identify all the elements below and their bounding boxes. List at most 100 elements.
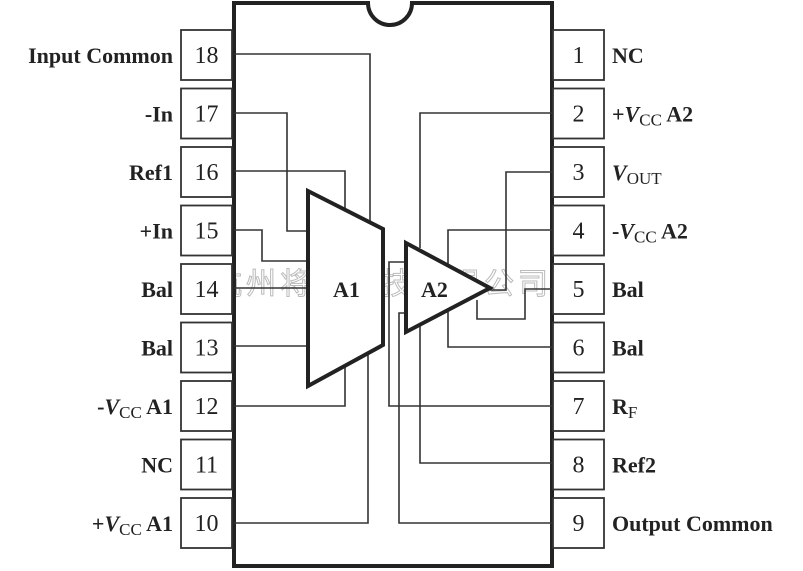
pin-label-subscript: CC — [119, 403, 142, 422]
pin-box — [552, 29, 605, 81]
pin-label-text: - — [612, 219, 619, 244]
pin-label: Bal — [141, 277, 173, 302]
pin-box — [180, 380, 233, 432]
pin-16: 16 Ref1 — [129, 146, 233, 198]
pin-number: 15 — [195, 219, 219, 245]
pin-number: 3 — [573, 160, 585, 186]
pin-number: 6 — [573, 336, 585, 362]
pin-label-text: Input Common — [28, 43, 173, 68]
pin-label: VOUT — [612, 160, 662, 188]
amplifier-a1 — [306, 187, 385, 390]
pin-label-text: Ref1 — [129, 160, 173, 185]
pin-box — [180, 438, 233, 491]
internal-wiring — [234, 53, 552, 524]
pin-box — [552, 263, 605, 315]
pin-9: 9 Output Common — [552, 497, 773, 549]
pin-number: 1 — [573, 43, 585, 69]
pin-label-text: Ref2 — [612, 453, 656, 478]
pin-3: 3 VOUT — [552, 146, 662, 198]
pin-label-symbol: V — [104, 511, 121, 536]
pin-label-text: Bal — [141, 277, 173, 302]
pin-number: 14 — [195, 277, 219, 303]
pin-label-subscript: CC — [119, 520, 142, 539]
pin-label-text: + — [92, 511, 105, 536]
chip-body — [232, 1, 554, 568]
wire-pin4 — [447, 229, 552, 265]
wire-pin3 — [490, 171, 552, 291]
pin-number: 9 — [573, 511, 585, 537]
pin-label: -VCC A2 — [612, 219, 688, 247]
pin-label: Input Common — [28, 43, 173, 68]
pin-number: 4 — [573, 219, 585, 245]
pin-label: Ref2 — [612, 453, 656, 478]
pin-number: 2 — [573, 102, 585, 128]
wire-pin9 — [398, 312, 552, 524]
pin-2: 2 +VCC A2 — [552, 87, 693, 140]
pin-4: 4 -VCC A2 — [552, 204, 688, 257]
wire-pin16 — [234, 170, 346, 210]
pin-number: 16 — [195, 160, 219, 186]
pin-box — [180, 497, 233, 549]
pin-label-text: Bal — [141, 336, 173, 361]
wire-pin12 — [234, 365, 346, 407]
pin-label: Bal — [141, 336, 173, 361]
wire-pin6 — [447, 310, 552, 348]
pin-label-text: - — [97, 394, 104, 419]
pin-label-text: NC — [141, 453, 173, 478]
amplifier-a1-label: A1 — [333, 277, 360, 302]
pin-label: Bal — [612, 336, 644, 361]
pin-box — [552, 497, 605, 549]
pin-label-subscript: CC — [639, 111, 662, 130]
pin-label-symbol: V — [104, 394, 121, 419]
pin-number: 18 — [195, 43, 219, 69]
pin-label-subscript: CC — [634, 228, 657, 247]
pin-label-text: Output Common — [612, 511, 773, 536]
pin-number: 13 — [195, 336, 219, 362]
pin-13: 13 Bal — [141, 321, 233, 374]
pin-15: 15 +In — [140, 204, 233, 257]
pin-box — [180, 263, 233, 315]
pin-number: 8 — [573, 453, 585, 479]
pin-label: NC — [612, 43, 644, 68]
pin-10: 10+VCC A1 — [92, 497, 233, 549]
pin-label-text: + — [612, 102, 625, 127]
pin-label-subscript: OUT — [627, 169, 663, 188]
pin-box — [552, 438, 605, 491]
wire-pin8 — [419, 326, 552, 464]
pin-label: +VCC A1 — [92, 511, 173, 539]
pin-label-symbol: V — [619, 219, 636, 244]
pin-number: 7 — [573, 394, 585, 420]
wire-pin7 — [388, 261, 552, 407]
pin-12: 12-VCC A1 — [97, 380, 233, 432]
pin-label-suffix: A2 — [662, 102, 693, 127]
amplifier-a2-label: A2 — [421, 277, 448, 302]
pin-label-text: Bal — [612, 336, 644, 361]
pin-label-symbol: V — [612, 160, 629, 185]
pin-8: 8 Ref2 — [552, 438, 656, 491]
pin-label: +In — [140, 219, 173, 244]
wire-pin5 — [476, 288, 552, 320]
pin-label-symbol: V — [625, 102, 642, 127]
pin-number: 12 — [195, 394, 219, 420]
pin-1: 1 NC — [552, 29, 644, 81]
pin-box — [180, 29, 233, 81]
pin-6: 6 Bal — [552, 321, 644, 374]
wire-pin18 — [234, 53, 371, 222]
pin-label: -In — [145, 102, 173, 127]
pin-label: Output Common — [612, 511, 773, 536]
pin-number: 5 — [573, 277, 585, 303]
pin-box — [552, 321, 605, 374]
pin-box — [180, 321, 233, 374]
pin-label-subscript: F — [628, 403, 637, 422]
wire-pin2 — [419, 112, 552, 248]
pin-label-text: NC — [612, 43, 644, 68]
wire-pin15 — [234, 229, 308, 262]
pin-box — [552, 380, 605, 432]
pin-label: +VCC A2 — [612, 102, 693, 130]
pin-box — [552, 87, 605, 140]
pin-18: 18 Input Common — [28, 29, 233, 81]
